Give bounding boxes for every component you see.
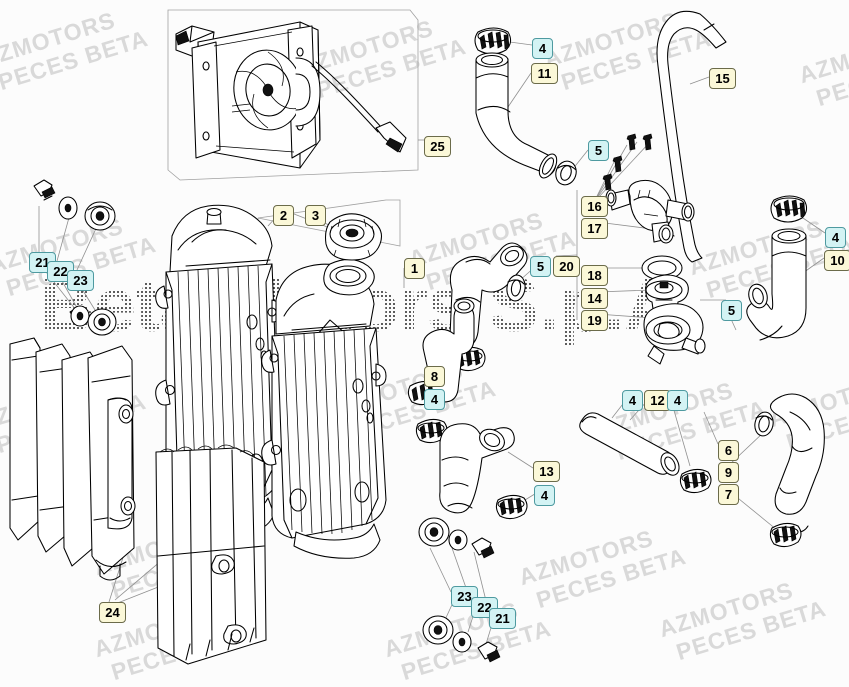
radiator-louvre-grille xyxy=(155,444,267,665)
callout-4b[interactable]: 4 xyxy=(825,227,846,248)
o-ring-thermostat xyxy=(641,255,683,281)
hose-vertical-fitting xyxy=(746,195,808,341)
callout-5c[interactable]: 5 xyxy=(721,300,742,321)
callout-24[interactable]: 24 xyxy=(99,602,126,623)
callout-19[interactable]: 19 xyxy=(581,310,608,331)
callout-10[interactable]: 10 xyxy=(824,250,849,271)
callout-4a[interactable]: 4 xyxy=(532,38,553,59)
callout-4f[interactable]: 4 xyxy=(667,390,688,411)
callout-14[interactable]: 14 xyxy=(581,288,608,309)
callout-9[interactable]: 9 xyxy=(718,462,739,483)
callout-5a[interactable]: 5 xyxy=(588,140,609,161)
overflow-hose xyxy=(656,10,727,269)
hose-straight-tube xyxy=(579,412,680,476)
callout-4c[interactable]: 4 xyxy=(424,389,445,410)
callout-16[interactable]: 16 xyxy=(581,196,608,217)
clamp-left-13 xyxy=(415,418,448,444)
callout-15[interactable]: 15 xyxy=(709,68,736,89)
radiator-right xyxy=(261,258,387,559)
callout-6[interactable]: 6 xyxy=(718,440,739,461)
callout-20[interactable]: 20 xyxy=(553,256,580,277)
water-pump-housing xyxy=(605,179,695,244)
callout-21b[interactable]: 21 xyxy=(489,608,516,629)
o-ring-5a xyxy=(555,160,577,186)
thermostat-housing-cover xyxy=(643,303,706,365)
callout-11[interactable]: 11 xyxy=(531,63,558,84)
callout-1[interactable]: 1 xyxy=(404,258,425,279)
clamp-8-4 xyxy=(453,346,486,372)
callout-4d[interactable]: 4 xyxy=(534,485,555,506)
hose-elbow-13 xyxy=(439,423,515,514)
hose-lower-right xyxy=(769,393,825,533)
callout-18[interactable]: 18 xyxy=(581,265,608,286)
callout-17[interactable]: 17 xyxy=(581,218,608,239)
screw-set xyxy=(602,133,653,191)
thermostat xyxy=(645,274,689,325)
clamp-4f xyxy=(679,468,712,494)
callout-7[interactable]: 7 xyxy=(718,484,739,505)
clamp-7 xyxy=(769,522,802,548)
radiator-left xyxy=(155,204,283,533)
radiator-guard-stack xyxy=(9,337,136,581)
clamp-9 xyxy=(754,411,774,437)
hose-elbow-mid xyxy=(449,242,528,349)
callout-5b[interactable]: 5 xyxy=(530,256,551,277)
radiator-cap xyxy=(324,213,383,261)
fan-assembly xyxy=(175,21,407,169)
callout-2[interactable]: 2 xyxy=(273,205,294,226)
clamp-4d xyxy=(495,494,528,520)
callout-4e[interactable]: 4 xyxy=(622,390,643,411)
callout-3[interactable]: 3 xyxy=(305,205,326,226)
o-ring-20 xyxy=(506,274,526,302)
callout-25[interactable]: 25 xyxy=(424,136,451,157)
callout-8[interactable]: 8 xyxy=(424,366,445,387)
callout-23a[interactable]: 23 xyxy=(67,270,94,291)
callout-13[interactable]: 13 xyxy=(533,461,560,482)
